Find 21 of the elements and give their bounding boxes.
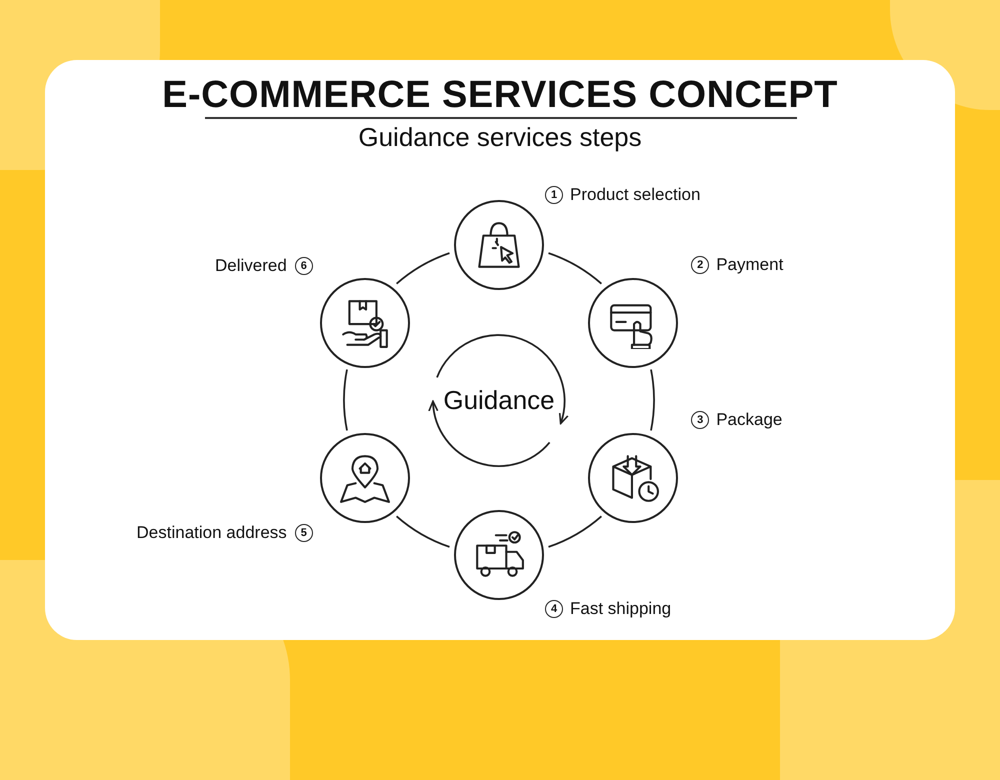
center-label: Guidance [439, 384, 559, 416]
step-number: 3 [691, 410, 710, 428]
step-label: Payment [716, 254, 784, 274]
step-number: 5 [294, 524, 313, 542]
step-number: 6 [294, 256, 313, 274]
step-number: 2 [691, 256, 710, 274]
step-label: Delivered [214, 256, 287, 276]
step-label: Destination address [136, 522, 287, 542]
connector-arc [650, 369, 655, 431]
step-number: 1 [545, 186, 563, 204]
subtitle: Guidance services steps [357, 122, 643, 153]
step-label: Package [716, 410, 782, 430]
title: E-COMMERCE SERVICES CONCEPT [161, 74, 839, 117]
step-label: Product selection [570, 185, 700, 205]
connector-arc [548, 252, 602, 284]
connector-arc [396, 252, 450, 284]
connector-arc [396, 516, 450, 548]
connector-arc [548, 516, 602, 548]
step-number: 4 [545, 600, 563, 618]
step-label: Fast shipping [570, 599, 672, 619]
connector-arc [343, 369, 348, 431]
